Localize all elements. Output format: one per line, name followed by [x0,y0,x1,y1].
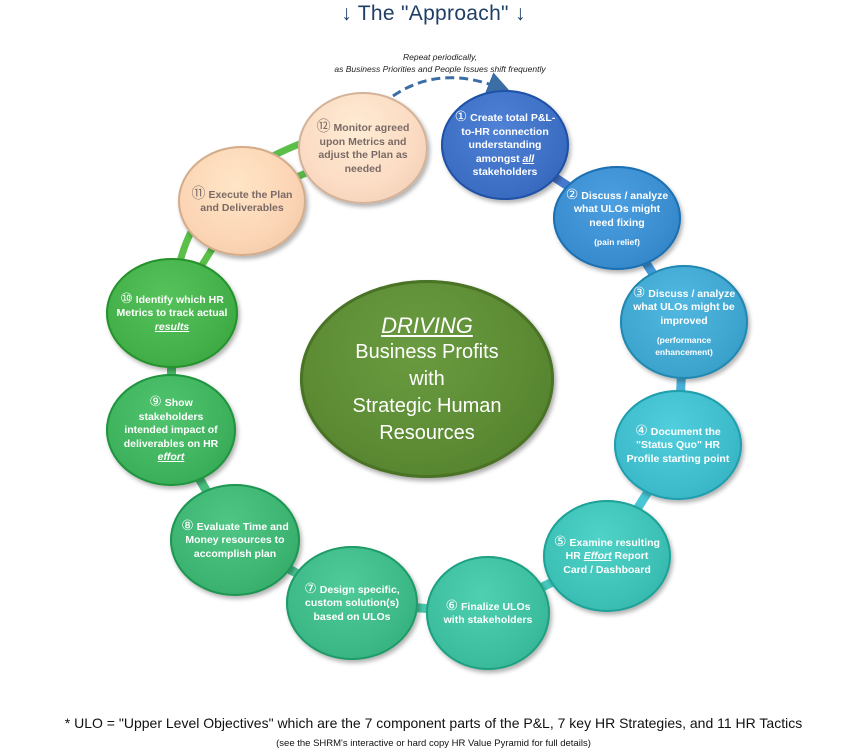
step-11: ⑪ Execute the Plan and Deliverables [178,146,306,256]
step-2: ② Discuss / analyze what ULOs might need… [553,166,681,270]
step-number: ② [565,185,579,202]
step-6: ⑥ Finalize ULOs with stakeholders [426,556,550,670]
step-9: ⑨ Show stakeholders intended impact of d… [106,374,236,486]
step-number: ① [454,108,468,125]
step-number: ④ [635,421,648,438]
page-title: ↓ The "Approach" ↓ [341,2,526,25]
step-number: ⑨ [149,393,162,410]
step-label: Monitor agreed upon Metrics and adjust t… [318,122,410,175]
repeat-note-line1: Repeat periodically, [402,52,478,62]
step-number: ③ [632,283,646,300]
step-text: ① Create total P&L-to-HR connection unde… [441,108,569,180]
step-label: Examine resulting HR [565,536,660,563]
center-line5: Resources [379,421,475,444]
step-label: Document the "Status Quo" HR Profile sta… [626,425,730,465]
step-sublabel: (performance enhancement) [655,335,713,358]
step-text: ⑫ Monitor agreed upon Metrics and adjust… [298,118,428,176]
center-line2: Business Profits [355,340,499,363]
step-sublabel: (pain relief) [594,237,640,248]
step-text: ⑩ Identify which HR Metrics to track act… [106,289,238,335]
step-text: ⑧ Evaluate Time and Money resources to a… [170,516,300,562]
step-label: Evaluate Time and Money resources to acc… [185,520,289,560]
step-5: ⑤ Examine resulting HR Effort Report Car… [543,500,671,612]
step-7: ⑦ Design specific, custom solution(s) ba… [286,546,418,660]
center-line4: Strategic Human [352,394,502,417]
step-8: ⑧ Evaluate Time and Money resources to a… [170,484,300,596]
step-label: Finalize ULOs with stakeholders [443,600,533,627]
center-hub: DRIVING Business Profits with Strategic … [300,280,554,478]
step-12: ⑫ Monitor agreed upon Metrics and adjust… [298,92,428,204]
step-4: ④ Document the "Status Quo" HR Profile s… [614,390,742,500]
step-10: ⑩ Identify which HR Metrics to track act… [106,258,238,368]
step-text: ⑦ Design specific, custom solution(s) ba… [286,579,418,625]
step-text: ⑪ Execute the Plan and Deliverables [178,184,306,216]
step-number: ⑫ [316,118,331,134]
step-number: ⑧ [181,516,194,533]
step-emphasis: results [154,320,190,333]
center-line3: with [409,367,445,390]
step-label: Create total P&L-to-HR connection unders… [461,112,556,165]
step-label: Design specific, custom solution(s) base… [305,583,400,623]
step-text: ⑤ Examine resulting HR Effort Report Car… [543,532,671,578]
step-number: ⑥ [445,596,459,613]
step-text: ⑥ Finalize ULOs with stakeholders [426,596,550,628]
step-text: ② Discuss / analyze what ULOs might need… [553,185,681,249]
step-1: ① Create total P&L-to-HR connection unde… [441,90,569,200]
footnote: * ULO = "Upper Level Objectives" which a… [64,715,803,731]
step-text: ④ Document the "Status Quo" HR Profile s… [614,421,742,467]
step-label: Execute the Plan and Deliverables [200,188,293,215]
step-label-end: stakeholders [472,166,538,179]
repeat-note-line2: as Business Priorities and People Issues… [334,64,546,74]
step-number: ⑩ [120,289,133,306]
step-text: ⑨ Show stakeholders intended impact of d… [106,393,236,465]
step-label: Identify which HR Metrics to track actua… [116,293,228,320]
repeat-note: Repeat periodically, as Business Priorit… [290,51,590,75]
step-number: ⑦ [304,579,317,596]
step-label: Show stakeholders intended impact of del… [123,397,219,450]
step-number: ⑪ [191,184,206,201]
step-number: ⑤ [554,532,567,549]
step-label-end: Report Card / Dashboard [563,550,651,576]
step-emphasis: all [522,152,535,165]
repeat-loop-arrow [392,72,512,98]
step-emphasis: effort [157,451,185,464]
step-label: Discuss / analyze what ULOs might be imp… [633,287,736,327]
step-label: Discuss / analyze what ULOs might need f… [573,189,669,229]
footnote-detail: (see the SHRM's interactive or hard copy… [276,738,591,749]
center-line1: DRIVING [381,312,473,338]
step-text: ③ Discuss / analyze what ULOs might be i… [620,283,748,359]
step-emphasis: Effort [583,550,612,563]
step-3: ③ Discuss / analyze what ULOs might be i… [620,265,748,379]
